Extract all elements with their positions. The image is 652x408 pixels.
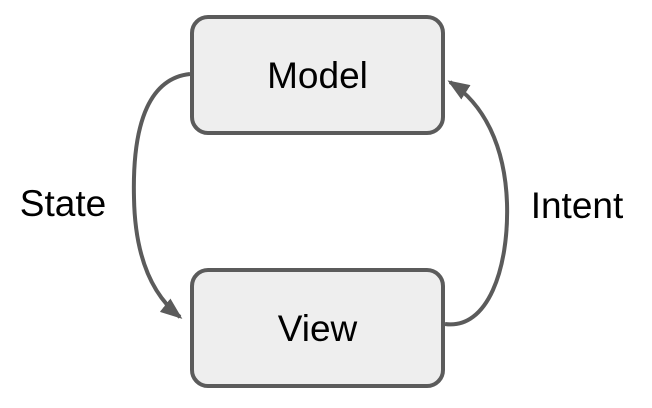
intent-arrow xyxy=(444,80,510,327)
state-arrow xyxy=(131,72,191,319)
view-node xyxy=(190,268,445,388)
model-node-label: Model xyxy=(267,55,368,96)
view-node-label: View xyxy=(278,308,358,349)
intent-edge-label: Intent xyxy=(531,185,624,226)
model-node xyxy=(190,15,445,135)
state-edge-label: State xyxy=(20,183,106,224)
